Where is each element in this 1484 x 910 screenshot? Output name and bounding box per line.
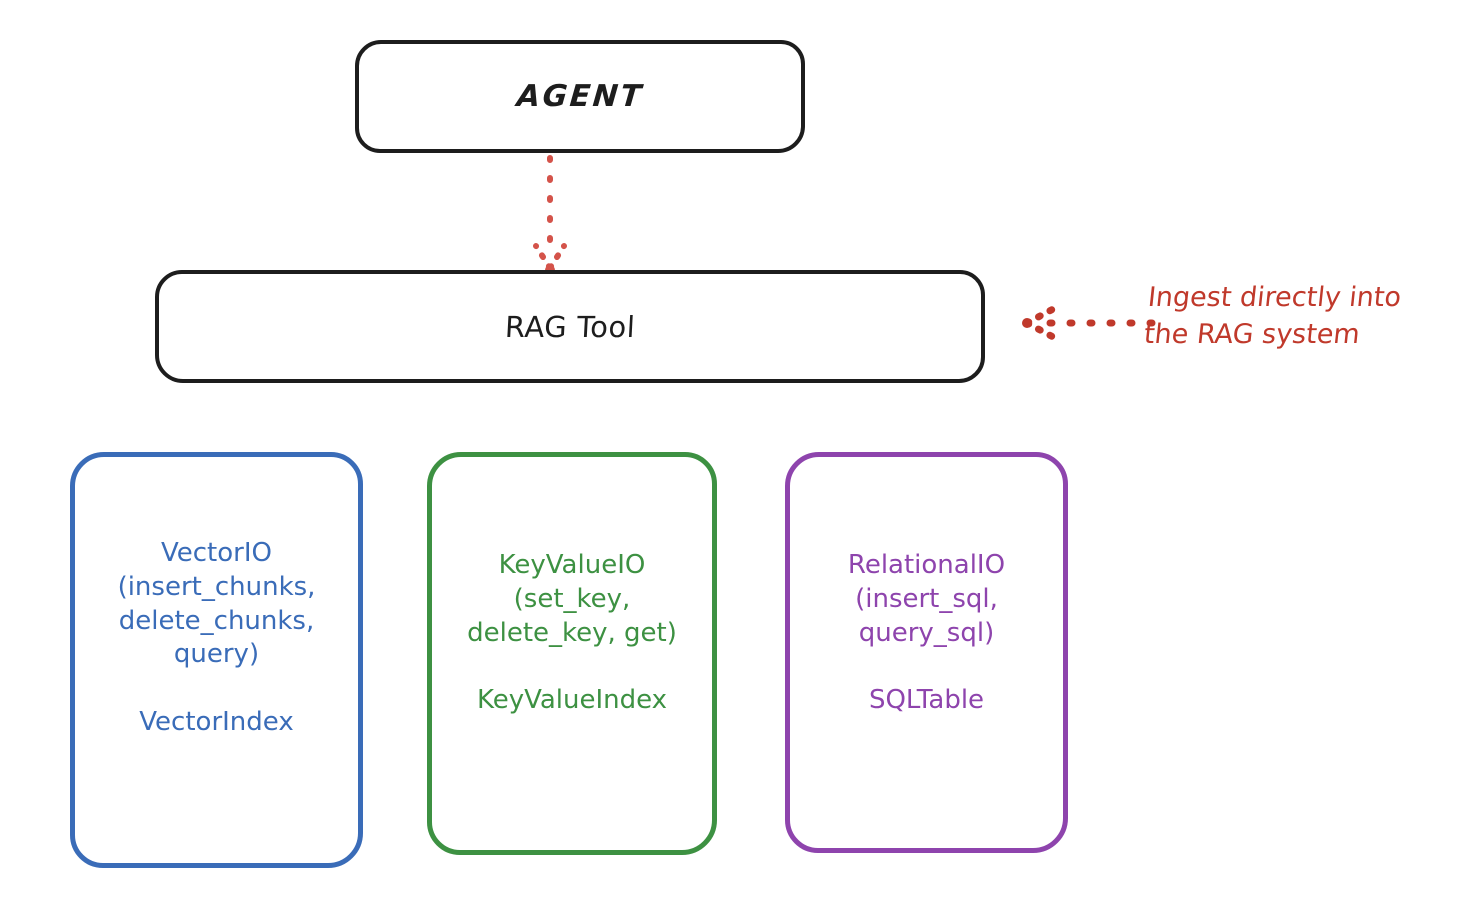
agent-node-label: AGENT <box>515 79 645 114</box>
agent-node[interactable]: AGENT <box>355 40 805 153</box>
vector-io-title: VectorIO (insert_chunks, delete_chunks, … <box>117 538 316 670</box>
rag-tool-node[interactable]: RAG Tool <box>155 270 985 383</box>
ingest-pointer-arrow-icon <box>1022 304 1156 342</box>
relational-io-node[interactable]: RelationalIO (insert_sql, query_sql) SQL… <box>785 452 1068 853</box>
vector-io-node[interactable]: VectorIO (insert_chunks, delete_chunks, … <box>70 452 363 868</box>
relational-io-title: RelationalIO (insert_sql, query_sql) <box>847 550 1006 648</box>
rag-tool-node-label: RAG Tool <box>503 309 637 344</box>
relational-io-index-label: SQLTable <box>868 685 985 716</box>
key-value-io-index-label: KeyValueIndex <box>476 685 668 716</box>
agent-to-rag-tool-arrow-icon <box>533 155 567 275</box>
key-value-io-node[interactable]: KeyValueIO (set_key, delete_key, get) Ke… <box>427 452 717 855</box>
key-value-io-title: KeyValueIO (set_key, delete_key, get) <box>467 550 677 648</box>
ingest-annotation-text: Ingest directly into the RAG system <box>1142 282 1403 351</box>
vector-io-index-label: VectorIndex <box>139 707 294 738</box>
